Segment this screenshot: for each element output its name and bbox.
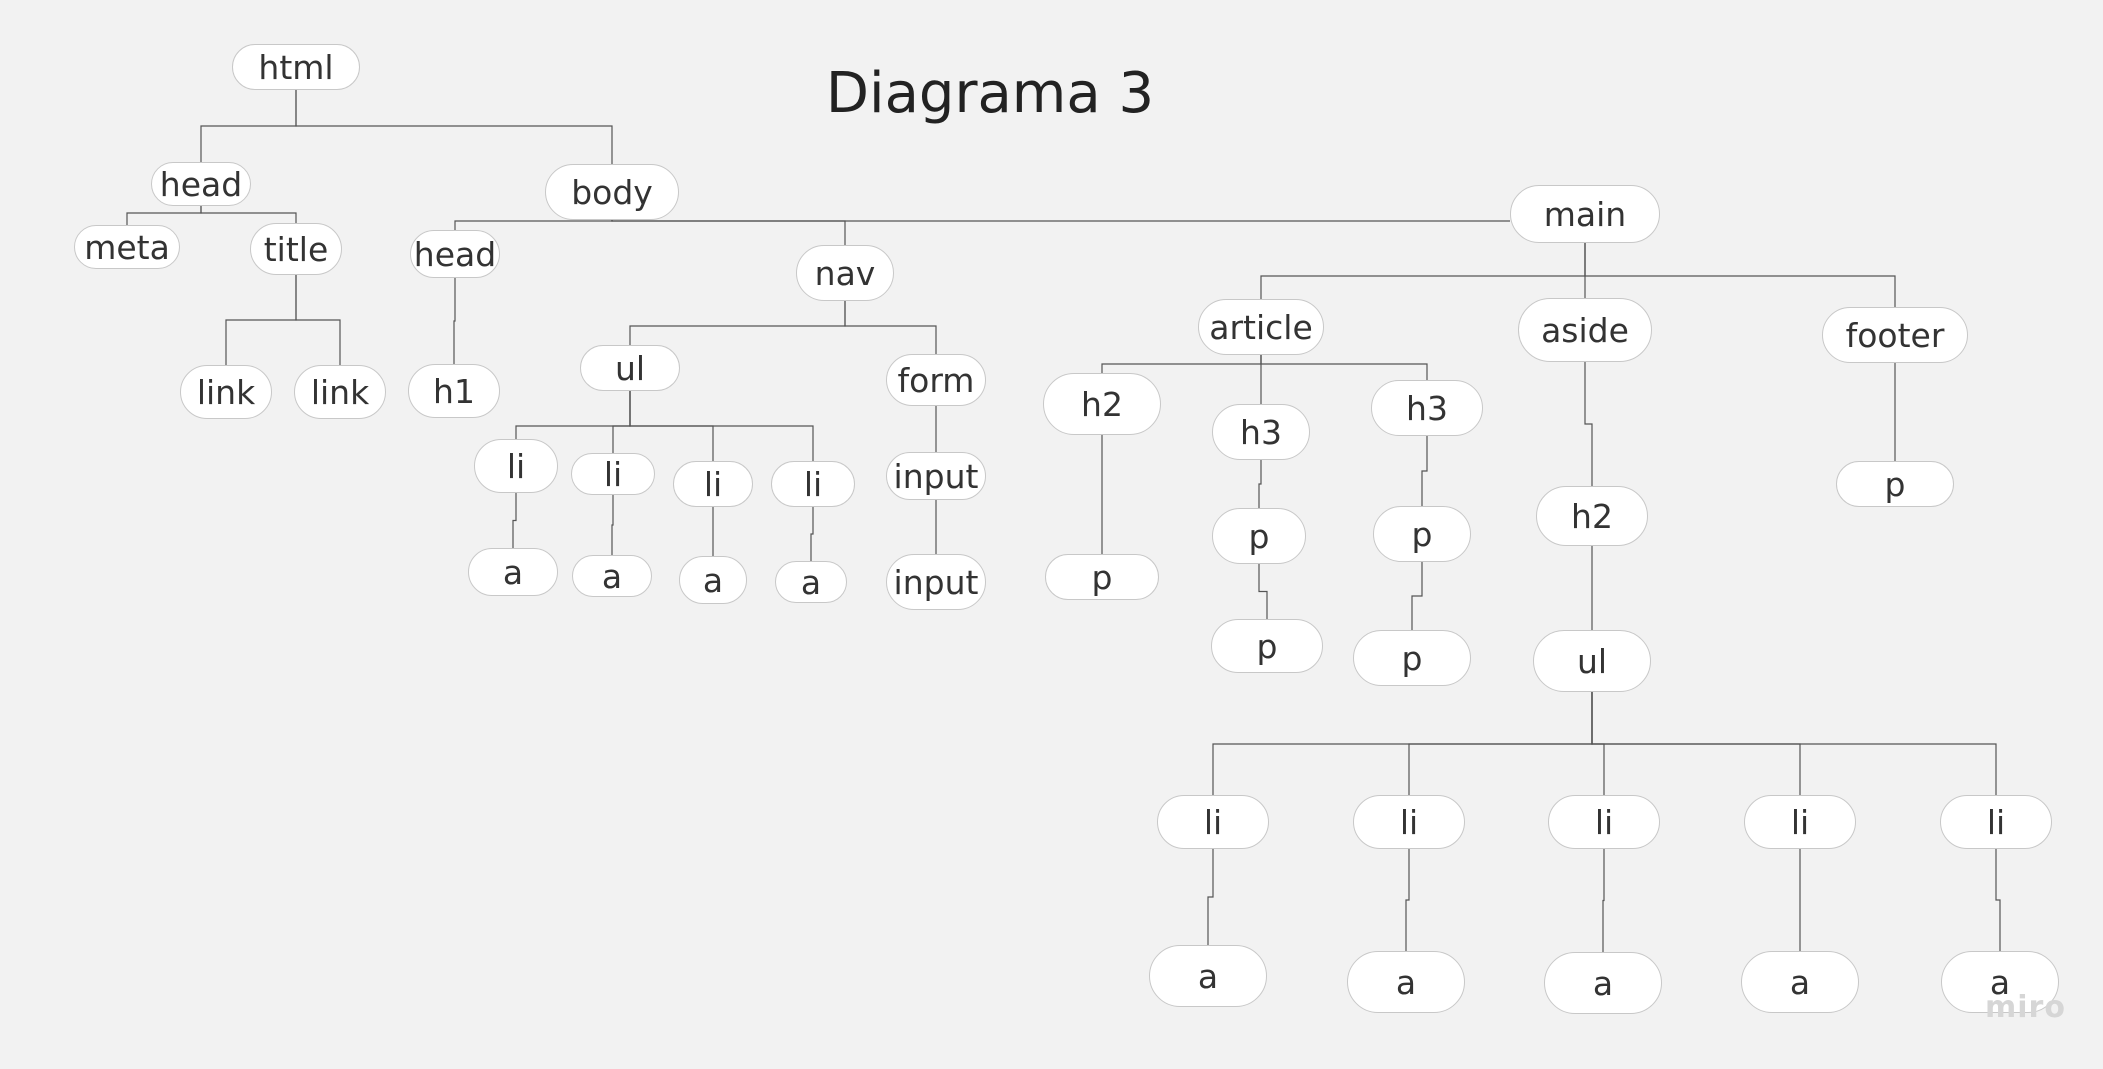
node-ap3[interactable]: p xyxy=(1211,619,1323,673)
diagram-title: Diagrama 3 xyxy=(825,61,1155,126)
node-sli1[interactable]: li xyxy=(1157,795,1269,849)
node-sa3[interactable]: a xyxy=(1544,952,1662,1014)
node-sli5[interactable]: li xyxy=(1940,795,2052,849)
node-sa4[interactable]: a xyxy=(1741,951,1859,1013)
node-title[interactable]: title xyxy=(250,223,342,275)
edge-ah3b-ap4 xyxy=(1421,436,1428,506)
edge-ap2-ap3 xyxy=(1258,564,1268,619)
edge-article-ah2 xyxy=(1101,355,1262,373)
node-sa5[interactable]: a xyxy=(1941,951,2059,1013)
node-li2[interactable]: li xyxy=(571,453,655,495)
node-head[interactable]: head xyxy=(151,162,251,206)
edge-main-article xyxy=(1260,243,1586,299)
node-a4[interactable]: a xyxy=(775,561,847,603)
edge-title-link2 xyxy=(295,275,341,365)
node-li1[interactable]: li xyxy=(474,439,558,493)
edge-head-title xyxy=(200,206,297,223)
node-li3[interactable]: li xyxy=(673,461,753,507)
edge-ul1-li2 xyxy=(612,391,631,453)
node-ah3a[interactable]: h3 xyxy=(1212,404,1310,460)
edge-bhead-h1 xyxy=(453,278,456,364)
edge-html-head xyxy=(200,90,297,162)
node-sa1[interactable]: a xyxy=(1149,945,1267,1007)
edge-html-body xyxy=(295,90,613,164)
edge-ul1-li4 xyxy=(629,391,814,461)
node-footer[interactable]: footer xyxy=(1822,307,1968,363)
node-fp[interactable]: p xyxy=(1836,461,1954,507)
node-input1[interactable]: input xyxy=(886,452,986,500)
node-ah3b[interactable]: h3 xyxy=(1371,380,1483,436)
edge-ap4-ap5 xyxy=(1411,562,1423,630)
node-link2[interactable]: link xyxy=(294,365,386,419)
node-nav[interactable]: nav xyxy=(796,245,894,301)
node-ap4[interactable]: p xyxy=(1373,506,1471,562)
node-sli4[interactable]: li xyxy=(1744,795,1856,849)
node-form[interactable]: form xyxy=(886,354,986,406)
node-aside[interactable]: aside xyxy=(1518,298,1652,362)
edge-body-main xyxy=(611,220,1510,222)
edge-li2-a2 xyxy=(611,495,614,555)
node-ap2[interactable]: p xyxy=(1212,508,1306,564)
node-a3[interactable]: a xyxy=(679,556,747,604)
node-article[interactable]: article xyxy=(1198,299,1324,355)
node-link1[interactable]: link xyxy=(180,365,272,419)
node-h1[interactable]: h1 xyxy=(408,364,500,418)
node-sh2[interactable]: h2 xyxy=(1536,486,1648,546)
edge-title-link1 xyxy=(225,275,297,365)
edge-body-nav xyxy=(611,220,846,245)
node-bhead[interactable]: head xyxy=(410,230,500,278)
edge-li4-a4 xyxy=(810,507,814,561)
edge-main-footer xyxy=(1584,243,1896,307)
node-sul[interactable]: ul xyxy=(1533,630,1651,692)
edge-article-ah3b xyxy=(1260,355,1428,380)
edge-nav-ul1 xyxy=(629,301,846,345)
node-html[interactable]: html xyxy=(232,44,360,90)
edge-aside-sh2 xyxy=(1584,362,1593,486)
edge-sul-sli2 xyxy=(1408,692,1593,795)
edge-sli3-sa3 xyxy=(1602,849,1605,952)
node-ap5[interactable]: p xyxy=(1353,630,1471,686)
node-sli2[interactable]: li xyxy=(1353,795,1465,849)
edge-head-meta xyxy=(126,206,202,225)
node-ah2[interactable]: h2 xyxy=(1043,373,1161,435)
edge-li1-a1 xyxy=(512,493,517,548)
node-a1[interactable]: a xyxy=(468,548,558,596)
edge-ah3a-ap2 xyxy=(1258,460,1262,508)
node-input2[interactable]: input xyxy=(886,554,986,610)
miro-watermark: miro xyxy=(1985,990,2066,1025)
edge-sli5-sa5 xyxy=(1995,849,2001,951)
node-ap1[interactable]: p xyxy=(1045,554,1159,600)
node-main[interactable]: main xyxy=(1510,185,1660,243)
edge-body-bhead xyxy=(454,220,613,230)
node-sli3[interactable]: li xyxy=(1548,795,1660,849)
edge-sli1-sa1 xyxy=(1207,849,1214,945)
edge-sul-sli5 xyxy=(1591,692,1997,795)
edge-nav-form xyxy=(844,301,937,354)
node-a2[interactable]: a xyxy=(572,555,652,597)
node-sa2[interactable]: a xyxy=(1347,951,1465,1013)
node-body[interactable]: body xyxy=(545,164,679,220)
edge-sli2-sa2 xyxy=(1405,849,1410,951)
node-ul1[interactable]: ul xyxy=(580,345,680,391)
node-meta[interactable]: meta xyxy=(74,225,180,269)
node-li4[interactable]: li xyxy=(771,461,855,507)
